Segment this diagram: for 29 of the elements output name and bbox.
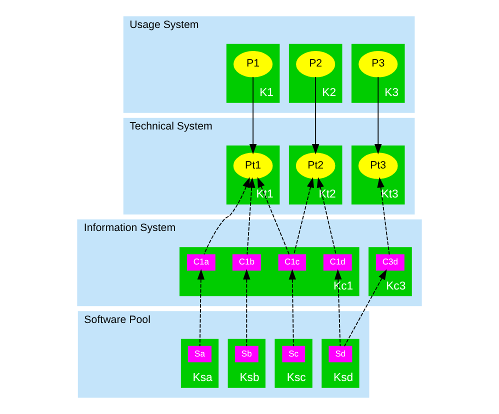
node-box: C1c [278,254,306,271]
node-ellipse: P2 [296,51,336,78]
node-box: Sc [282,346,305,362]
node-box: C1a [186,254,216,271]
node-box: Sa [188,346,212,362]
arrow [197,269,205,347]
arrow [204,177,250,255]
arrow [249,76,257,154]
arrow [246,177,256,255]
arrow [334,269,342,347]
arrow [293,177,314,255]
node-ellipse: Pt2 [296,152,336,179]
arrow [312,76,320,154]
node-ellipse: Pt3 [358,152,398,179]
node-box: Sb [234,346,258,362]
arrow [377,177,390,255]
node-box: C3d [376,254,404,271]
node-box: C1b [232,254,261,271]
arrow [344,269,387,347]
arrow [288,269,296,347]
node-ellipse: P3 [358,51,398,78]
node-box: Sd [328,346,352,362]
arrow [316,177,336,255]
arrow [257,177,290,256]
node-box: C1d [323,254,352,271]
node-ellipse: Pt1 [233,152,273,179]
node-ellipse: P1 [234,51,273,78]
arrow [243,269,250,347]
arrow [374,76,382,154]
